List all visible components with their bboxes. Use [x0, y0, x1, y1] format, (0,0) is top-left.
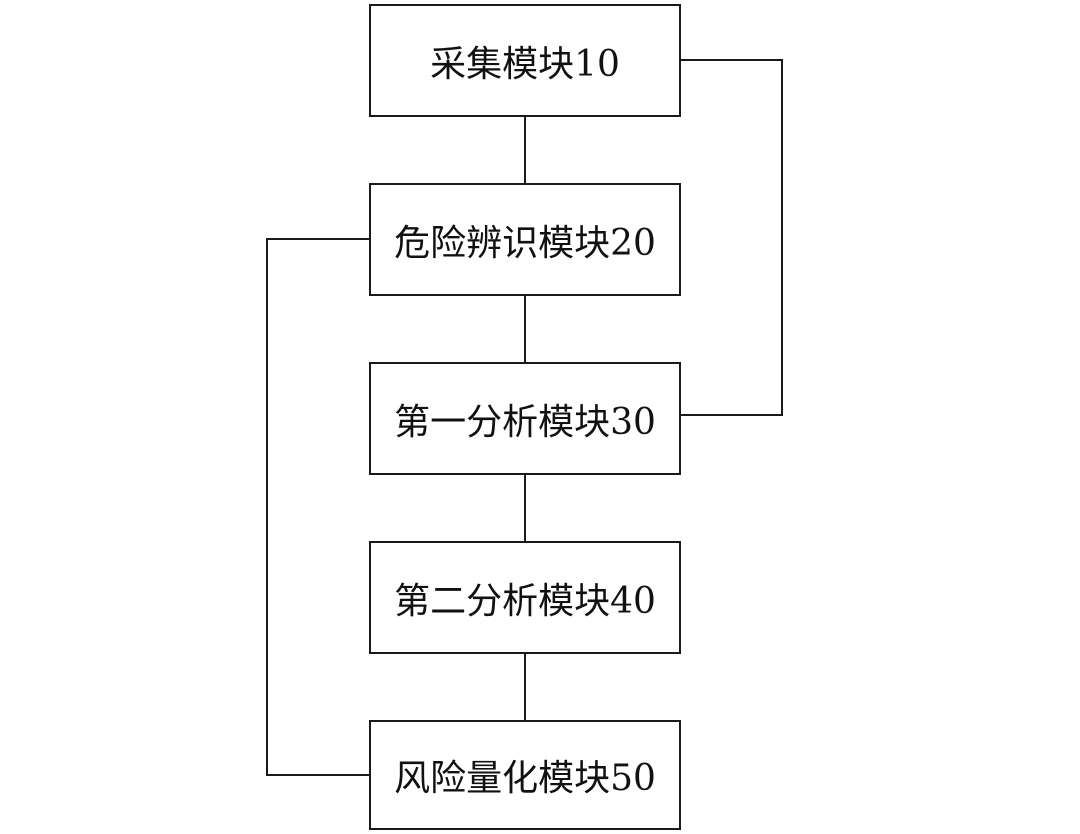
first-analysis-module-label: 第一分析模块30: [394, 401, 656, 443]
collection-module: 采集模块10: [369, 4, 681, 117]
collection-module-label: 采集模块10: [430, 43, 620, 85]
risk-quantification-module: 风险量化模块50: [369, 720, 681, 830]
second-analysis-module: 第二分析模块40: [369, 541, 681, 654]
second-analysis-module-label: 第二分析模块40: [394, 580, 656, 622]
first-analysis-module: 第一分析模块30: [369, 362, 681, 475]
hazard-identification-module: 危险辨识模块20: [369, 183, 681, 296]
connector-10-30: [680, 59, 783, 416]
connector-20-50: [266, 238, 370, 776]
risk-quantification-module-label: 风险量化模块50: [394, 758, 656, 799]
hazard-identification-module-label: 危险辨识模块20: [394, 222, 656, 264]
